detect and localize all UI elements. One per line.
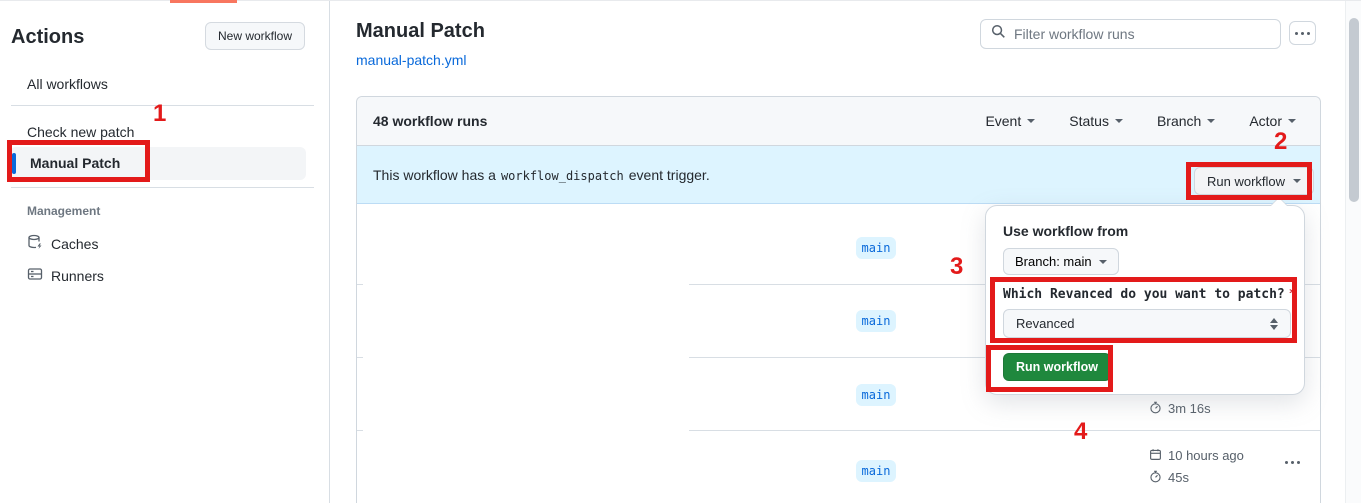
filter-status-dropdown[interactable]: Status xyxy=(1069,113,1123,129)
branch-select-button[interactable]: Branch: main xyxy=(1003,248,1119,275)
stopwatch-icon xyxy=(1149,401,1162,417)
annotation-number-2: 2 xyxy=(1274,128,1288,155)
workflow-run-row[interactable]: main 3m 16s xyxy=(357,358,1320,431)
run-workflow-dropdown-button[interactable]: Run workflow xyxy=(1194,167,1315,195)
sidebar-divider xyxy=(11,187,314,188)
sidebar-item-runners[interactable]: Runners xyxy=(27,266,104,285)
chevron-down-icon xyxy=(1207,119,1216,123)
runs-card-header: 48 workflow runs Event Status Branch Act… xyxy=(357,97,1320,146)
sidebar-divider xyxy=(11,105,314,106)
sidebar-title: Actions xyxy=(11,26,85,48)
calendar-icon xyxy=(1149,448,1162,464)
new-workflow-button[interactable]: New workflow xyxy=(205,22,306,50)
run-duration: 3m 16s xyxy=(1168,401,1211,416)
chevron-down-icon xyxy=(1288,119,1296,123)
chevron-down-icon xyxy=(1027,119,1036,123)
workflow-options-kebab-button[interactable] xyxy=(1289,21,1316,45)
select-updown-icon xyxy=(1270,317,1278,330)
run-workflow-submit-button[interactable]: Run workflow xyxy=(1003,353,1111,381)
stopwatch-icon xyxy=(1149,470,1162,486)
workflow-run-row[interactable]: main 10 hours ago xyxy=(357,431,1320,503)
actions-sidebar: Actions New workflow All workflows Check… xyxy=(0,0,330,503)
annotation-number-1: 1 xyxy=(153,100,167,127)
workflow-runs-list: main main main 3m 16s xyxy=(357,204,1320,503)
workflow-input-label: Which Revanced do you want to patch?* xyxy=(1003,287,1297,302)
kebab-icon xyxy=(1295,31,1310,35)
panel-caret xyxy=(1271,198,1287,206)
annotation-number-4: 4 xyxy=(1074,418,1088,445)
chevron-down-icon xyxy=(1114,119,1123,123)
scrollbar-track[interactable] xyxy=(1345,0,1361,503)
filter-runs-search[interactable] xyxy=(980,19,1281,49)
sidebar-item-manual-patch[interactable]: Manual Patch xyxy=(30,155,121,171)
cache-database-icon xyxy=(27,234,43,253)
sidebar-item-label: Runners xyxy=(51,267,104,284)
top-accent-annotation-fragment xyxy=(170,0,237,3)
workflow-dispatch-code: workflow_dispatch xyxy=(500,168,624,183)
workflow-run-row[interactable]: main xyxy=(357,285,1320,358)
filter-actor-dropdown[interactable]: Actor xyxy=(1249,113,1296,129)
branch-badge[interactable]: main xyxy=(856,237,896,259)
run-time: 10 hours ago xyxy=(1168,448,1244,463)
run-options-kebab-button[interactable] xyxy=(1281,457,1304,468)
run-duration: 45s xyxy=(1168,470,1189,485)
sidebar-item-check-new-patch[interactable]: Check new patch xyxy=(27,124,135,140)
annotation-number-3: 3 xyxy=(950,253,964,280)
top-border xyxy=(0,0,1361,1)
search-input[interactable] xyxy=(1014,26,1270,42)
panel-title: Use workflow from xyxy=(1003,223,1129,239)
run-workflow-panel: Use workflow from Branch: main Which Rev… xyxy=(985,198,1305,395)
select-value: Revanced xyxy=(1016,316,1075,331)
run-meta: 10 hours ago 45s xyxy=(1149,446,1244,487)
workflow-runs-card: 48 workflow runs Event Status Branch Act… xyxy=(356,96,1321,503)
filter-event-dropdown[interactable]: Event xyxy=(985,113,1036,129)
workflow-file-link[interactable]: manual-patch.yml xyxy=(356,52,467,68)
branch-badge[interactable]: main xyxy=(856,384,896,406)
workflow-run-row[interactable]: main xyxy=(357,204,1320,285)
revanced-select[interactable]: Revanced xyxy=(1003,309,1291,338)
required-asterisk: * xyxy=(1288,287,1297,302)
runs-filters: Event Status Branch Actor xyxy=(985,113,1304,129)
sidebar-selected-background xyxy=(10,147,306,180)
page-title: Manual Patch xyxy=(356,20,485,42)
chevron-down-icon xyxy=(1293,179,1302,183)
sidebar-item-all-workflows[interactable]: All workflows xyxy=(27,76,108,92)
sidebar-selected-accent-bar xyxy=(12,153,16,174)
branch-badge[interactable]: main xyxy=(856,310,896,332)
redacted-run-titles-area xyxy=(363,204,689,503)
branch-badge[interactable]: main xyxy=(856,460,896,482)
scrollbar-thumb[interactable] xyxy=(1349,18,1359,202)
runs-count-label: 48 workflow runs xyxy=(373,113,488,129)
runners-server-icon xyxy=(27,266,43,285)
run-meta: 3m 16s xyxy=(1149,399,1211,418)
management-section-header: Management xyxy=(27,204,101,218)
search-icon xyxy=(991,24,1006,44)
kebab-icon xyxy=(1285,461,1300,464)
chevron-down-icon xyxy=(1098,259,1107,264)
sidebar-item-label: Caches xyxy=(51,235,99,252)
sidebar-item-caches[interactable]: Caches xyxy=(27,234,98,253)
filter-branch-dropdown[interactable]: Branch xyxy=(1157,113,1216,129)
